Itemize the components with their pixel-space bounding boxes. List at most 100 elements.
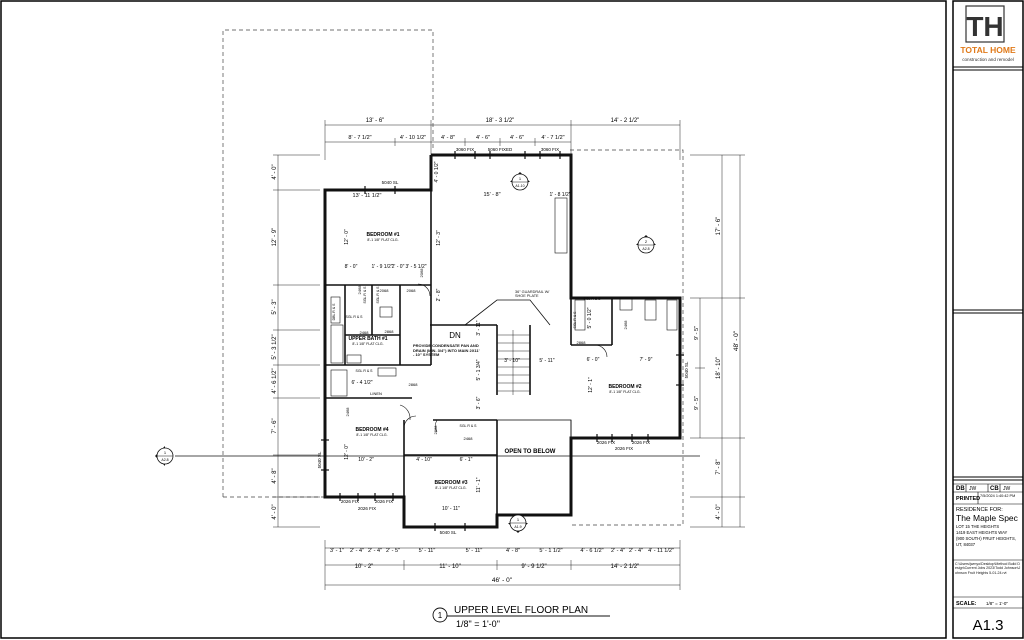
window-3060-a: 3060 FIX (456, 147, 474, 152)
dim-top-d: 4' - 6" (476, 135, 490, 141)
door-2468-b: 2468 (360, 330, 370, 335)
door-2868-b: 2868 (409, 382, 419, 387)
dim-top-b: 4' - 10 1/2" (400, 135, 426, 141)
dim-4-10: 4' - 10" (416, 457, 432, 463)
shelf-dbl: DBL R & S (332, 303, 336, 320)
door-2868-d: 2868 (433, 425, 438, 435)
room-bedroom-2: BEDROOM #2 (608, 384, 641, 390)
marker3-ref: A2.8 (161, 458, 168, 462)
window-2026-a: 2026 FIX (341, 499, 359, 504)
address-line-1: LOT 15 THE HEIGHTS (956, 524, 999, 529)
shelf-sgl-2: SGL R & S (356, 369, 374, 373)
dim-left-1: 12' - 9" (272, 228, 278, 247)
room-bedroom-3: BEDROOM #3 (434, 480, 467, 486)
shelf-sgl-1: SGL R & S (346, 315, 364, 319)
dim-bot-r1-8: 4' - 6 1/2" (580, 548, 603, 554)
door-2068-a: 2068 (380, 288, 390, 293)
marker2-ref: A2.8 (642, 247, 649, 251)
dim-1-8-5: 1' - 8 1/2" (549, 192, 570, 198)
guardrail (464, 299, 551, 326)
printed-label: PRINTED (956, 496, 980, 502)
dim-left-2: 5' - 3" (272, 299, 278, 314)
scale-value: 1/8" = 1'-0" (986, 601, 1008, 606)
title-block-frame (952, 0, 1024, 639)
top-dimension-lines (324, 120, 681, 160)
marker2-num: 2 (645, 239, 648, 244)
dim-6-4-5: 6' - 4 1/2" (351, 380, 372, 386)
dim-6-0: 6' - 0" (587, 357, 600, 363)
dim-10-2: 10' - 2" (358, 457, 374, 463)
stair-run (497, 330, 530, 395)
dim-bot-r1-5: 5' - 11" (466, 548, 483, 554)
section-marker-3: 1 A2.8 (155, 446, 174, 466)
view-scale: 1/8" = 1'-0" (456, 619, 500, 629)
dim-bot-overall: 46' - 0" (492, 577, 513, 584)
dim-12-0-a: 12' - 0" (344, 229, 350, 245)
open-to-below-label: OPEN TO BELOW (505, 449, 556, 455)
dim-bot-r2-3: 14' - 2 1/2" (611, 564, 640, 570)
file-path: C:\Users\jwmyo\Desktop\Method Build Desi… (955, 562, 1021, 575)
address-line-3: (900 SOUTH) FRUIT HEIGHTS, (956, 536, 1016, 541)
condensate-note: PROVIDE CONDENSATE PAN AND DRAIN (MIN. 3… (413, 344, 480, 358)
door-2468-d: 2468 (623, 320, 628, 330)
view-number: 1 (438, 611, 443, 620)
dim-top-f: 4' - 7 1/2" (541, 135, 564, 141)
door-2468-c: 2468 (345, 407, 350, 417)
dim-8-0: 8' - 0" (345, 264, 358, 270)
linen-label: LINEN (370, 391, 382, 396)
cb-value: JW (1003, 486, 1011, 492)
dim-12-1: 12' - 1" (588, 377, 594, 393)
shelf-sgl-4: SGL R & S (573, 311, 577, 329)
room-bedroom-3-ceiling: 8'-1 1/8" FLAT CLG. (435, 486, 466, 490)
open-to-below-area (496, 419, 572, 516)
dim-bot-r1-9: 2' - 4" (611, 548, 625, 554)
window-ticks (321, 151, 684, 531)
dim-right-b: 18' - 10" (716, 357, 722, 379)
dim-bot-r1-10: 2' - 4" (629, 548, 643, 554)
window-2026-f: 2026 FIX (615, 446, 633, 451)
marker1-num: 1 (519, 176, 522, 181)
dim-12-3: 12' - 3" (436, 230, 442, 246)
door-2468-a: 2468 (357, 285, 362, 295)
window-2026-b: 2026 FIX (375, 499, 393, 504)
room-bedroom-2-ceiling: 8'-1 1/8" FLAT CLG. (609, 390, 640, 394)
dim-3-6: 3' - 6" (476, 396, 482, 409)
dim-left-4: 4' - 6 1/2" (272, 368, 278, 393)
dim-left-7: 4' - 0" (272, 504, 278, 519)
door-2868-a: 2868 (385, 329, 395, 334)
window-5060: 5060 FIXED (488, 147, 513, 152)
dim-top-right: 14' - 2 1/2" (611, 118, 640, 124)
dim-left-3: 5' - 3 1/2" (272, 334, 278, 359)
residence-label: RESIDENCE FOR: (956, 507, 1003, 513)
dim-top-c: 4' - 8" (441, 135, 455, 141)
room-bedroom-4-ceiling: 8'-1 1/8" FLAT CLG. (356, 433, 387, 437)
dim-top-13-6: 13' - 6" (366, 118, 385, 124)
dim-right-f: 9' - 5" (694, 396, 700, 410)
view-title: 1 UPPER LEVEL FLOOR PLAN 1/8" = 1'-0" (432, 605, 610, 629)
logo-letters: TH (966, 11, 1003, 42)
stair-dn-label: DN (449, 331, 461, 340)
bottom-dimension-lines (324, 540, 681, 590)
dim-bot-r2-0: 10' - 2" (355, 564, 374, 570)
dim-13-11-5: 13' - 11 1/2" (353, 193, 382, 199)
shelf-sgl-7: SGL R & S (584, 297, 602, 301)
view-title-text: UPPER LEVEL FLOOR PLAN (454, 605, 588, 616)
dim-right-a: 17' - 6" (716, 217, 722, 236)
shelf-sgl-6: SGL R & S (376, 286, 380, 304)
room-bedroom-1-ceiling: 8'-1 1/8" FLAT CLG. (367, 238, 398, 242)
guardrail-note: 36" GUARDRAIL W/ SHOE PLATE (515, 290, 550, 299)
door-swings (399, 283, 608, 433)
dim-left-0: 4' - 0" (272, 164, 278, 179)
fixtures (330, 197, 678, 397)
door-2868-c: 2868 (577, 340, 587, 345)
dim-left-6: 4' - 8" (272, 468, 278, 483)
logo-line2: construction and remodel (962, 57, 1014, 62)
door-2068-c: 2068 (419, 268, 424, 278)
dim-right-c: 7' - 8" (716, 459, 722, 474)
marker1-ref: A1.10 (515, 184, 524, 188)
dim-bot-r2-1: 11' - 10" (439, 564, 461, 570)
dim-top-e: 4' - 6" (510, 135, 524, 141)
right-dimension-lines (690, 154, 745, 528)
address-line-4: UT, 84037 (956, 542, 976, 547)
sheet-number: A1.3 (973, 617, 1004, 634)
